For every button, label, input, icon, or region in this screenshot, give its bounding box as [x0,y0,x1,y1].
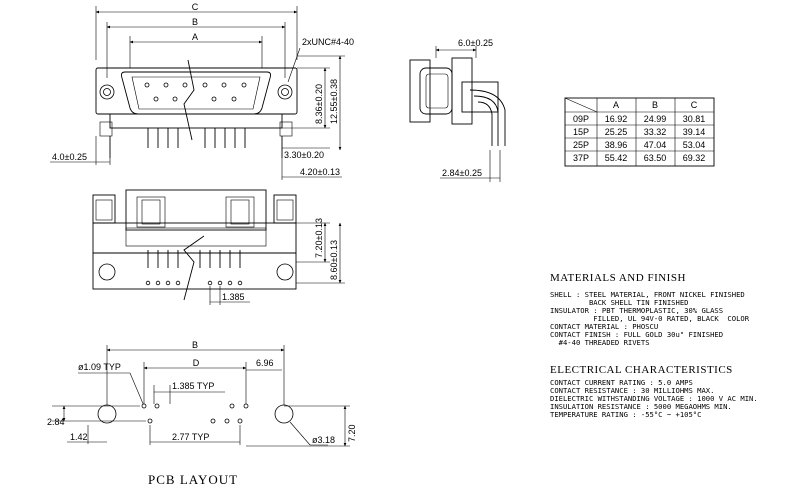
pcb-dim-142: 1.42 [70,432,88,442]
front-pin-ends-upper [147,250,241,268]
top-view: C B A 2xUNC#4-40 [50,2,354,180]
svg-text:30.81: 30.81 [683,114,706,124]
materials-line: CONTACT FINISH : FULL GOLD 30u" FINISHED [550,330,723,339]
pcb-dim-109: ø1.09 TYP [78,362,121,372]
electrical-section: ELECTRICAL CHARACTERISTICS CONTACT CURRE… [550,364,758,419]
pcb-dim-277: 2.77 TYP [172,432,209,442]
pcb-holes [141,403,249,424]
dim-836: 8.36±0.20 [314,84,324,124]
top-pins-row2 [153,96,237,102]
svg-text:69.32: 69.32 [683,153,706,163]
top-pins-row1 [144,82,247,88]
svg-text:37P: 37P [573,153,589,163]
svg-text:16.92: 16.92 [605,114,628,124]
thread-note: 2xUNC#4-40 [302,37,354,47]
table-row: 37P 55.42 63.50 69.32 [573,153,705,163]
pcb-dim-696: 6.96 [256,358,274,368]
dim-c-label: C [192,2,199,12]
pcb-layout: B D 6.96 ø1.09 TYP 1.385 TYP 2.84 [47,340,357,487]
pcb-dim-720: 7.20 [347,424,357,442]
table-header-a: A [613,100,619,110]
front-view: 7.20±0.13 8.60±0.13 1.385 [92,189,345,305]
materials-title: MATERIALS AND FINISH [550,272,686,284]
dim-1385: 1.385 [222,292,245,302]
dim-720: 7.20±0.13 [314,218,324,258]
table-row: 25P 38.96 47.04 53.04 [573,140,705,150]
pcb-dim-1385: 1.385 TYP [172,381,214,391]
electrical-line: INSULATION RESISTANCE : 5000 MEGAOHMS MI… [550,402,732,411]
electrical-title: ELECTRICAL CHARACTERISTICS [550,364,733,376]
materials-section: MATERIALS AND FINISH SHELL : STEEL MATER… [550,272,750,347]
table-header-c: C [691,100,698,110]
svg-text:55.42: 55.42 [605,153,628,163]
pcb-dim-b: B [192,340,198,350]
table-row: 15P 25.25 33.32 39.14 [573,127,705,137]
electrical-line: CONTACT RESISTANCE : 30 MILLIOHMS MAX. [550,386,714,395]
dim-40: 4.0±0.25 [52,152,87,162]
svg-text:63.50: 63.50 [644,153,667,163]
electrical-line: CONTACT CURRENT RATING : 5.0 AMPS [550,378,693,387]
svg-text:15P: 15P [573,127,589,137]
pcb-dim-d: D [193,358,200,368]
dim-b-label: B [192,17,198,27]
pcb-dim-284: 2.84 [47,417,65,427]
svg-text:09P: 09P [573,114,589,124]
materials-line: CONTACT MATERIAL : PHOSCU [550,322,658,331]
dim-60: 6.0±0.25 [458,38,493,48]
svg-text:39.14: 39.14 [683,127,706,137]
svg-text:47.04: 47.04 [644,140,667,150]
svg-text:53.04: 53.04 [683,140,706,150]
svg-text:38.96: 38.96 [605,140,628,150]
svg-text:25.25: 25.25 [605,127,628,137]
svg-text:25P: 25P [573,140,589,150]
materials-line: #4-40 THREADED RIVETS [550,338,650,347]
table-header-b: B [652,100,658,110]
top-tail-pins [109,128,283,158]
materials-line: FILLED, UL 94V-0 RATED, BLACK COLOR [550,314,750,323]
side-view: 6.0±0.25 2.84±0.25 [409,38,506,182]
svg-text:24.99: 24.99 [644,114,667,124]
electrical-line: TEMPERATURE RATING : -55°C ~ +105°C [550,410,701,419]
dim-330: 3.30±0.20 [284,150,324,160]
pcb-dim-318: ø3.18 [312,435,335,445]
table-row: 09P 16.92 24.99 30.81 [573,114,705,124]
svg-text:33.32: 33.32 [644,127,667,137]
dim-a-label: A [192,32,198,42]
materials-line: SHELL : STEEL MATERIAL, FRONT NICKEL FIN… [550,290,745,299]
front-pin-holes [145,280,243,286]
dim-1255: 12.55±0.38 [329,79,339,124]
materials-line: INSULATOR : PBT THERMOPLASTIC, 30% GLASS [550,306,723,315]
pcb-title: PCB LAYOUT [148,472,238,487]
electrical-line: DIELECTRIC WITHSTANDING VOLTAGE : 1000 V… [550,394,758,403]
dim-284: 2.84±0.25 [442,168,482,178]
dim-860: 8.60±0.13 [329,240,339,280]
size-table: A B C 09P 16.92 24.99 30.81 15P 25.25 33… [564,97,715,167]
materials-line: BACK SHELL TIN FINISHED [550,298,688,307]
dim-420: 4.20±0.13 [300,167,340,177]
